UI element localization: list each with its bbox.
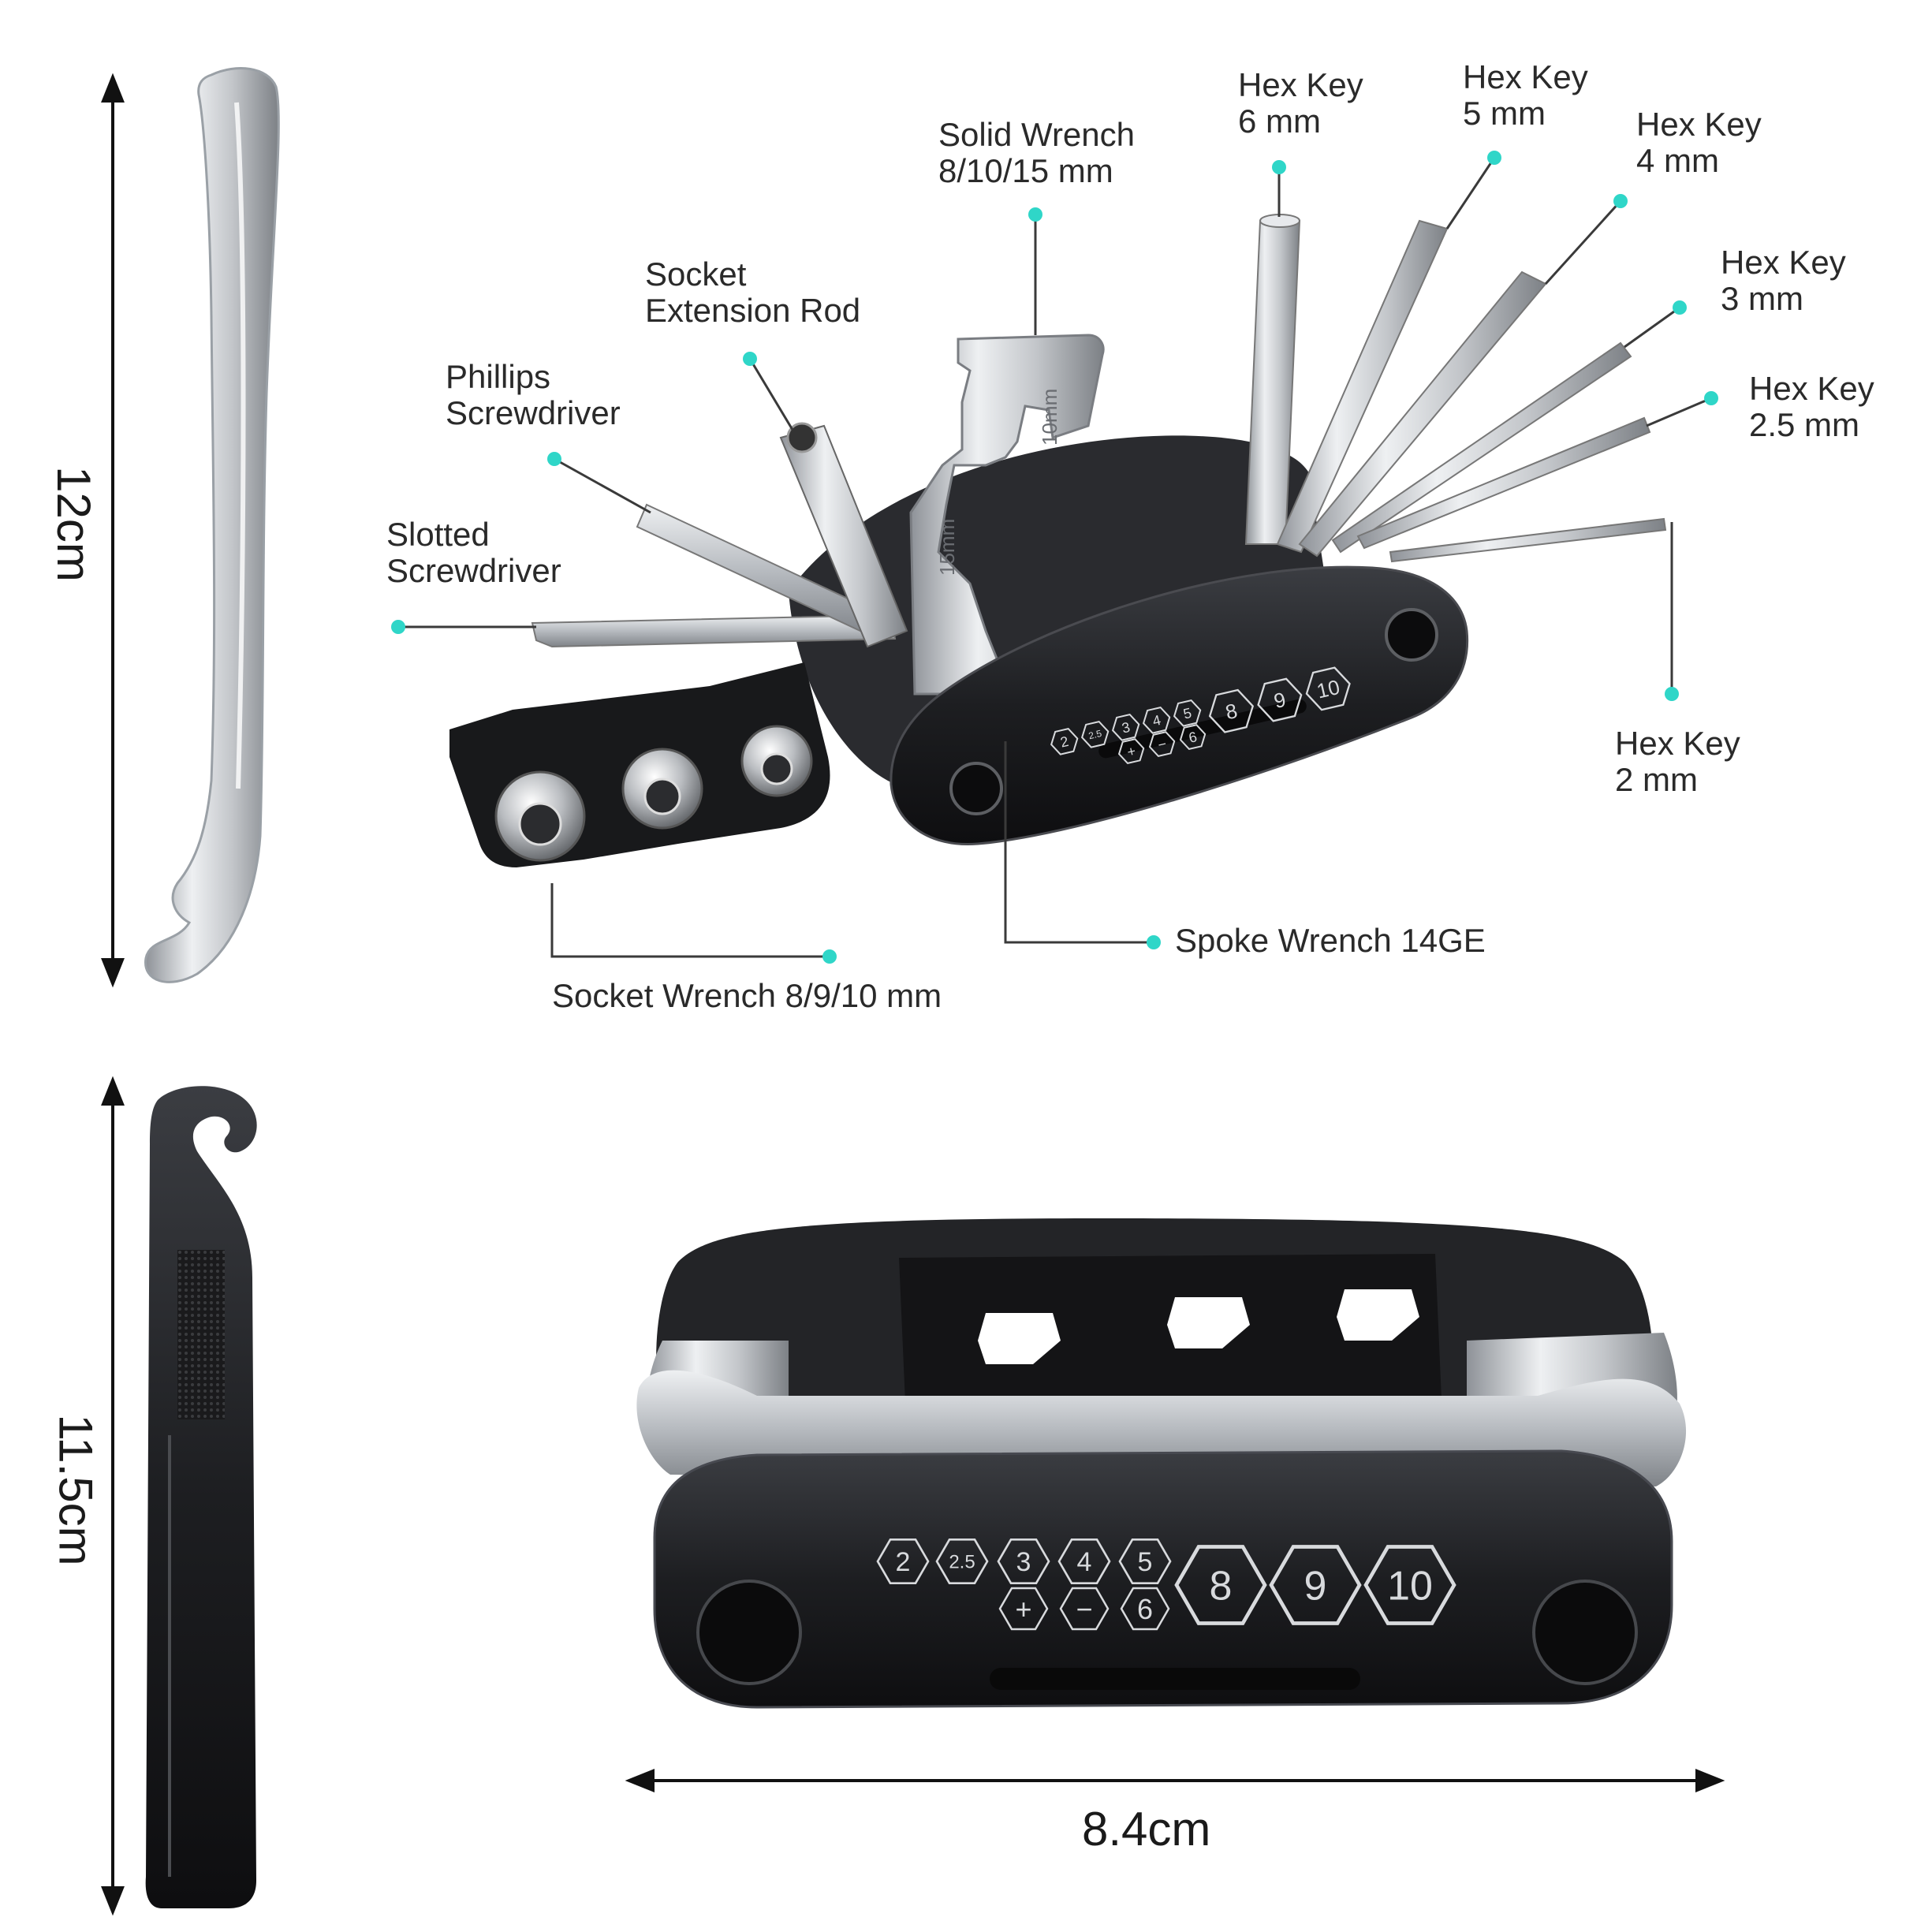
open-driver-mark-2: 6 — [1179, 724, 1207, 751]
socket-extension-rod — [779, 422, 908, 648]
svg-text:9: 9 — [1304, 1564, 1327, 1609]
open-key-mark-5: 5 — [1173, 699, 1202, 727]
label-solid-wrench: Solid Wrench 8/10/15 mm — [938, 116, 1136, 189]
open-key-mark-8: 8 — [1208, 688, 1255, 733]
key-mark-2: 2 — [876, 1538, 930, 1585]
label-hex-key-2mm: Hex Key 2 mm — [1615, 725, 1740, 798]
label-socket-wrench: Socket Wrench 8/9/10 mm — [552, 977, 942, 1014]
hex-key-2mm — [1389, 517, 1667, 563]
key-mark-5: 5 — [1118, 1538, 1172, 1585]
key-marks-rotated: 2 2.5 3 4 5 8 9 10 + − 6 — [1050, 666, 1351, 765]
key-mark-4: 4 — [1057, 1538, 1111, 1585]
wrench-mark-15mm: 15mm — [935, 519, 959, 576]
dimension-arrow-12cm — [101, 73, 125, 988]
svg-text:2: 2 — [896, 1547, 911, 1577]
label-hex-key-6mm: Hex Key 6 mm — [1238, 66, 1363, 140]
wrench-mark-10mm: 10mm — [1038, 389, 1061, 446]
hex-key-5mm — [1276, 219, 1449, 554]
hex-key-2-5mm — [1356, 416, 1651, 550]
black-tire-lever — [145, 1086, 257, 1908]
hex-key-6mm — [1244, 214, 1301, 545]
svg-text:8: 8 — [1223, 699, 1240, 724]
hex-key-3mm — [1331, 341, 1632, 554]
svg-text:8: 8 — [1210, 1564, 1233, 1609]
key-mark-9: 9 — [1269, 1545, 1362, 1625]
label-hex-key-3mm: Hex Key 3 mm — [1721, 244, 1846, 317]
svg-text:3: 3 — [1016, 1547, 1031, 1577]
callout-dots — [391, 151, 1718, 964]
label-slotted-screwdriver: Slotted Screwdriver — [386, 516, 561, 589]
driver-mark-1: − — [1059, 1587, 1110, 1631]
svg-text:10: 10 — [1315, 675, 1342, 703]
open-driver-mark-0: + — [1117, 738, 1145, 765]
svg-text:3: 3 — [1121, 719, 1132, 737]
open-driver-mark-1: − — [1148, 731, 1176, 758]
label-hex-key-4mm: Hex Key 4 mm — [1636, 106, 1762, 179]
open-key-mark-4: 4 — [1142, 707, 1171, 734]
svg-text:6: 6 — [1188, 729, 1199, 746]
key-mark-2-5: 2.5 — [935, 1538, 989, 1585]
svg-text:+: + — [1125, 743, 1137, 760]
dimension-label-11-5cm: 11.5cm — [49, 1414, 103, 1566]
svg-text:4: 4 — [1151, 712, 1162, 729]
label-phillips-screwdriver: Phillips Screwdriver — [446, 358, 621, 431]
dimension-arrow-11-5cm — [101, 1076, 125, 1916]
key-size-markings-folded: 2 2.5 3 4 5 8 9 10 + − 6 — [876, 1538, 1456, 1631]
svg-text:9: 9 — [1272, 688, 1289, 713]
svg-text:6: 6 — [1137, 1593, 1153, 1625]
open-key-mark-9: 9 — [1257, 677, 1303, 722]
label-spoke-wrench: Spoke Wrench 14GE — [1175, 922, 1486, 959]
open-key-mark-10: 10 — [1305, 666, 1351, 711]
svg-text:−: − — [1156, 736, 1168, 753]
multitool-folded: 2 2.5 3 4 5 8 9 10 + − 6 — [636, 1218, 1687, 1709]
silver-tire-lever — [144, 67, 280, 983]
label-hex-key-5mm: Hex Key 5 mm — [1463, 58, 1588, 132]
dimension-arrow-8-4cm — [625, 1769, 1725, 1792]
svg-text:10: 10 — [1387, 1564, 1433, 1609]
key-mark-10: 10 — [1363, 1545, 1456, 1625]
hex-key-4mm — [1298, 270, 1547, 558]
svg-text:5: 5 — [1182, 705, 1193, 722]
key-size-markings-open: 2 2.5 3 4 5 8 9 10 + − 6 — [1050, 666, 1351, 765]
dimension-label-8-4cm: 8.4cm — [1082, 1803, 1211, 1856]
driver-mark-2: 6 — [1120, 1587, 1170, 1631]
svg-text:2.5: 2.5 — [1087, 728, 1103, 741]
open-key-mark-2-5: 2.5 — [1081, 721, 1110, 748]
key-mark-3: 3 — [997, 1538, 1050, 1585]
svg-text:2: 2 — [1059, 733, 1070, 751]
driver-mark-0: + — [998, 1587, 1049, 1631]
svg-text:+: + — [1015, 1593, 1031, 1625]
multitool-open: 10mm 15mm 2 2.5 3 4 5 8 9 10 + − 6 — [449, 214, 1667, 867]
svg-text:−: − — [1076, 1593, 1092, 1625]
key-mark-8: 8 — [1174, 1545, 1267, 1625]
svg-text:4: 4 — [1077, 1547, 1092, 1577]
open-key-mark-3: 3 — [1111, 714, 1140, 741]
socket-holder — [449, 662, 830, 867]
open-key-mark-2: 2 — [1050, 728, 1079, 755]
label-hex-key-2-5mm: Hex Key 2.5 mm — [1749, 370, 1874, 443]
svg-text:2.5: 2.5 — [949, 1552, 975, 1573]
label-socket-extension-rod: Socket Extension Rod — [645, 255, 861, 329]
solid-wrench: 10mm 15mm — [909, 334, 1105, 696]
multitool-front-plate: 2 2.5 3 4 5 8 9 10 + − 6 — [890, 565, 1469, 846]
dimension-label-12cm: 12cm — [47, 466, 100, 582]
callout-leaders — [398, 157, 1712, 958]
svg-text:5: 5 — [1138, 1547, 1153, 1577]
